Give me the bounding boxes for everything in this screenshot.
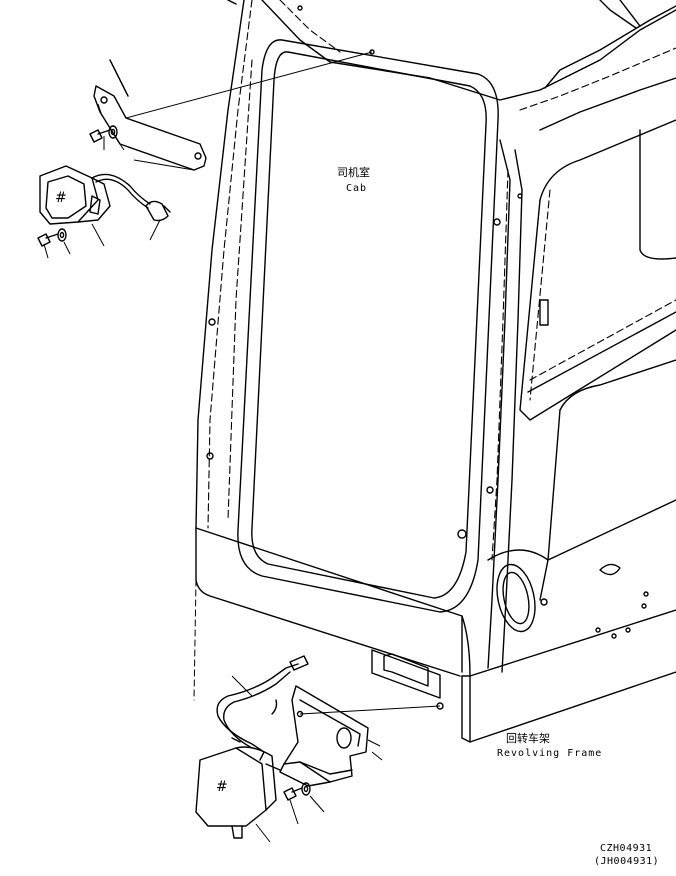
revolving-frame [193, 579, 676, 743]
cab-label-en: Cab [346, 183, 368, 194]
upper-lamp-bracket [93, 59, 207, 171]
drawing-code-secondary: (JH004931) [594, 856, 660, 867]
upper-lamp-symbol: # [55, 190, 67, 206]
lower-bolts [283, 782, 311, 801]
lower-work-lamp [195, 655, 309, 839]
lower-lamp-bracket [279, 685, 369, 787]
upper-bolts [37, 125, 118, 247]
cab-label-cn: 司机室 [337, 166, 370, 179]
lower-lamp-symbol: # [216, 779, 228, 795]
frame-label-en: Revolving Frame [497, 748, 603, 759]
upper-work-lamp [39, 165, 171, 225]
drawing-code: CZH04931 [600, 843, 653, 854]
cab-body [195, 0, 676, 677]
frame-label-cn: 回转车架 [506, 732, 550, 745]
leader-lines [43, 51, 441, 843]
